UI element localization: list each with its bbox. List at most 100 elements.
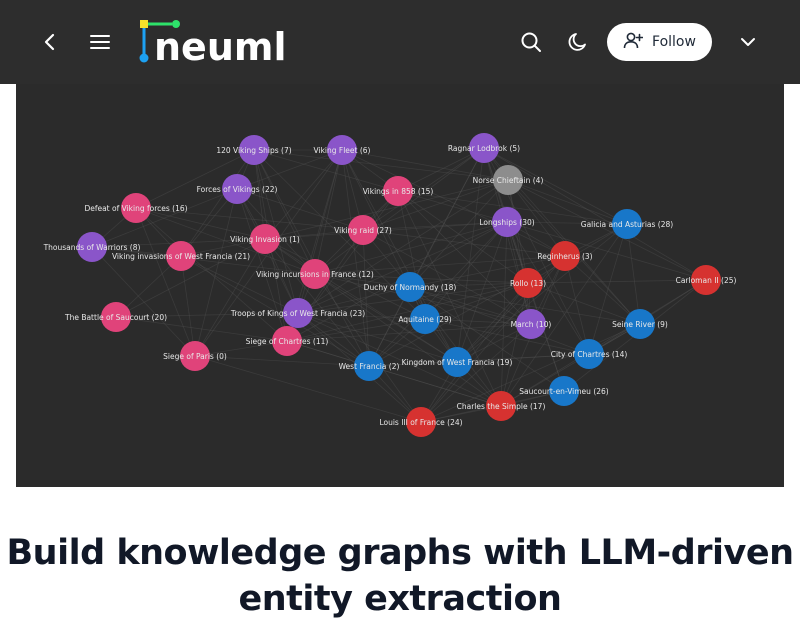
graph-edge xyxy=(194,318,426,357)
graph-node-label: Defeat of Viking forces (16) xyxy=(84,204,187,213)
top-navigation-bar: neuml Follow xyxy=(0,0,800,84)
graph-edge xyxy=(135,149,255,209)
graph-node-label: Longships (30) xyxy=(479,218,534,227)
graph-edge xyxy=(286,340,502,407)
graph-edge xyxy=(506,221,590,355)
graph-edge xyxy=(314,273,422,423)
graph-edge xyxy=(194,355,422,423)
add-user-icon xyxy=(623,31,644,53)
brand-text: neuml xyxy=(154,25,287,66)
graph-node xyxy=(272,326,302,356)
graph-edge xyxy=(362,229,370,367)
graph-edge xyxy=(368,353,590,367)
graph-edge xyxy=(297,179,509,314)
graph-edge xyxy=(115,238,266,318)
follow-label: Follow xyxy=(652,34,696,50)
graph-edge xyxy=(409,282,529,288)
back-icon[interactable] xyxy=(30,22,70,62)
graph-edge xyxy=(264,229,364,240)
graph-edge xyxy=(253,149,509,181)
graph-edge xyxy=(91,246,196,357)
graph-node-label: Saucourt-en-Vimeu (26) xyxy=(519,387,609,396)
chevron-down-icon[interactable] xyxy=(728,22,768,62)
graph-node-label: Siege of Chartres (11) xyxy=(246,337,329,346)
graph-edge xyxy=(236,149,343,190)
graph-node xyxy=(121,193,151,223)
menu-icon[interactable] xyxy=(80,22,120,62)
graph-edge xyxy=(409,255,566,288)
graph-edge xyxy=(527,282,641,325)
graph-edge xyxy=(506,221,565,392)
graph-node-label: Carloman II (25) xyxy=(676,276,737,285)
graph-node-label: Forces of Vikings (22) xyxy=(197,185,278,194)
graph-edge xyxy=(397,190,529,284)
graph-edge xyxy=(314,273,532,325)
graph-node-label: West Francia (2) xyxy=(339,362,400,371)
graph-edge xyxy=(253,149,370,367)
graph-node xyxy=(327,135,357,165)
graph-edge xyxy=(314,255,566,275)
graph-edge xyxy=(180,255,196,357)
graph-edge xyxy=(500,282,529,407)
graph-edge xyxy=(314,221,508,275)
graph-node xyxy=(180,341,210,371)
graph-edge xyxy=(115,316,288,342)
graph-edge xyxy=(409,286,641,325)
knowledge-graph-image: 120 Viking Ships (7)Viking Fleet (6)Ragn… xyxy=(16,84,784,487)
dark-mode-moon-icon[interactable] xyxy=(558,22,598,62)
graph-edge xyxy=(424,318,590,355)
graph-edge xyxy=(397,190,502,407)
graph-edge xyxy=(500,223,628,407)
knowledge-graph-svg: 120 Viking Ships (7)Viking Fleet (6)Ragn… xyxy=(43,133,737,437)
graph-node xyxy=(513,268,543,298)
graph-node-label: Viking raid (27) xyxy=(334,226,392,235)
graph-edge xyxy=(297,286,411,314)
graph-node-label: City of Chartres (14) xyxy=(551,350,628,359)
graph-edge xyxy=(236,188,364,231)
graph-edge xyxy=(588,223,628,355)
graph-node-label: Reginherus (3) xyxy=(537,252,592,261)
graph-edge xyxy=(362,147,485,231)
graph-edge xyxy=(297,149,343,314)
graph-edge xyxy=(420,323,532,423)
graph-edge xyxy=(456,147,485,363)
graph-edge xyxy=(397,190,628,225)
graph-node-label: Galicia and Asturias (28) xyxy=(581,220,674,229)
graph-edge xyxy=(253,149,316,275)
graph-node xyxy=(612,209,642,239)
graph-edge xyxy=(341,149,566,257)
graph-node-label: Viking incursions in France (12) xyxy=(256,270,374,279)
follow-button[interactable]: Follow xyxy=(607,23,712,61)
graph-edge xyxy=(506,221,628,225)
search-icon[interactable] xyxy=(511,22,551,62)
graph-edge xyxy=(194,188,238,357)
graph-node xyxy=(250,224,280,254)
graph-node xyxy=(691,265,721,295)
graph-edge xyxy=(135,207,266,240)
graph-edge xyxy=(456,223,628,363)
graph-node xyxy=(383,176,413,206)
graph-node xyxy=(469,133,499,163)
graph-node xyxy=(222,174,252,204)
graph-node xyxy=(486,391,516,421)
graph-node xyxy=(549,376,579,406)
graph-edge xyxy=(180,149,255,257)
graph-edge xyxy=(409,147,485,288)
graph-edge xyxy=(456,221,508,363)
graph-node-label: Duchy of Normandy (18) xyxy=(364,283,457,292)
graph-node-label: Ragnar Lodbrok (5) xyxy=(448,144,520,153)
graph-node-label: Louis III of France (24) xyxy=(379,418,462,427)
brand-logo[interactable]: neuml xyxy=(138,18,308,69)
graph-node xyxy=(77,232,107,262)
graph-node-label: Viking Fleet (6) xyxy=(314,146,371,155)
graph-edge xyxy=(507,179,628,225)
graph-node xyxy=(516,309,546,339)
graph-edge xyxy=(253,149,399,192)
graph-node-label: Seine River (9) xyxy=(612,320,668,329)
graph-edge xyxy=(264,238,370,367)
graph-edge xyxy=(264,149,343,240)
graph-node-label: Viking Invasion (1) xyxy=(230,235,300,244)
graph-node-label: Kingdom of West Francia (19) xyxy=(402,358,513,367)
graph-node-label: Viking invasions of West Francia (21) xyxy=(112,252,250,261)
graph-edge xyxy=(368,365,502,407)
